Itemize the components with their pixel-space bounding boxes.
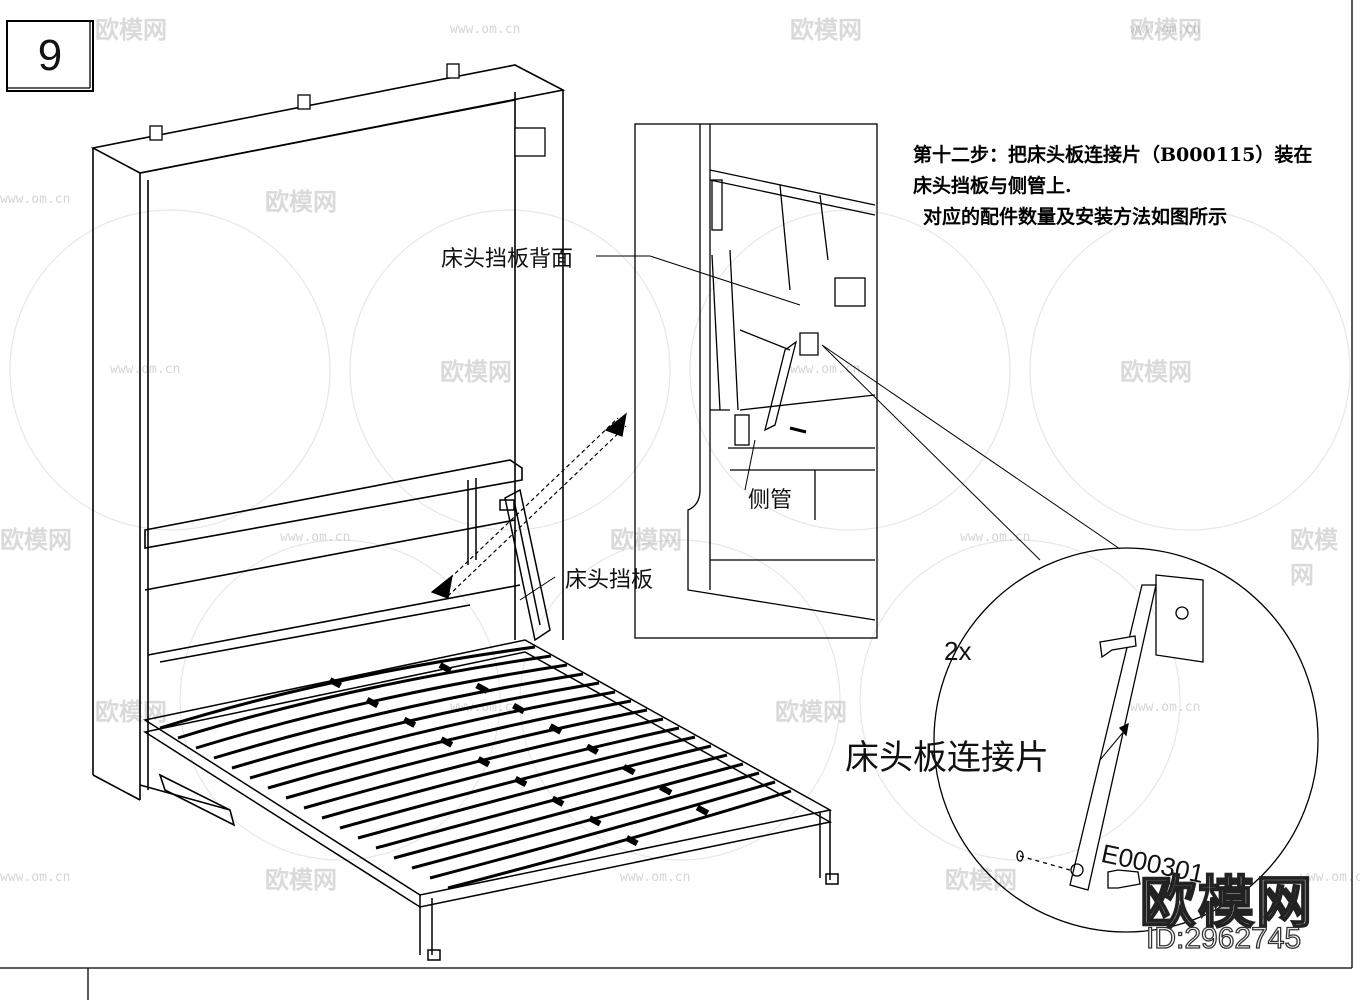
- bed-slats: [159, 645, 792, 890]
- watermark-brand: 欧模网: [1139, 870, 1314, 937]
- instruction-line-1: 第十二步：把床头板连接片（B000115）装在: [913, 144, 1313, 166]
- watermark-url: www.om.cn: [1130, 700, 1201, 715]
- watermark-logo: 欧模网: [440, 358, 512, 386]
- instruction-line-2: 床头挡板与侧管上.: [913, 175, 1072, 197]
- label-headboard-back: 床头挡板背面: [441, 247, 574, 272]
- watermark-url: www.om.cn: [450, 700, 521, 715]
- step-number-box: 9: [6, 20, 94, 92]
- watermark-logo: 欧模网: [0, 526, 72, 554]
- step-number: 9: [37, 31, 63, 80]
- quantity-label: 2x: [944, 636, 972, 666]
- watermark-logo: 欧模网: [1290, 526, 1338, 589]
- direction-arrow: [430, 412, 627, 599]
- watermark-logo: 欧模网: [775, 698, 847, 726]
- leader-lines: [519, 255, 801, 601]
- watermark-logo: 欧模网: [1120, 358, 1192, 386]
- watermark-id: ID:2962745: [1145, 921, 1302, 955]
- watermark-url: www.om.cn: [620, 870, 691, 885]
- cabinet-frame: [90, 64, 566, 827]
- bed-frame: [143, 639, 839, 961]
- instruction-line-3: 对应的配件数量及安装方法如图所示: [923, 206, 1228, 228]
- watermark-logo: 欧模网: [1130, 16, 1202, 44]
- watermark-url: www.om.cn: [0, 870, 71, 885]
- watermark-url: www.om.cn: [1130, 22, 1201, 37]
- magnified-detail: [821, 344, 1319, 933]
- watermark-logo: 欧模网: [610, 526, 682, 554]
- detail-inset: [634, 123, 878, 639]
- watermark-logo: 欧模网: [95, 16, 167, 44]
- label-side-tube: 侧管: [748, 488, 793, 513]
- watermark-logo: 欧模网: [265, 188, 337, 216]
- watermark-url: www.om.cn: [110, 362, 181, 377]
- watermark-url: www.om.cn: [0, 192, 71, 207]
- watermark-logo: 欧模网: [265, 866, 337, 894]
- watermark-url: www.om.cn: [280, 530, 351, 545]
- watermark-url: www.om.cn: [450, 22, 521, 37]
- watermark-logo: 欧模网: [790, 16, 862, 44]
- instruction-text: 第十二步：把床头板连接片（B000115）装在 床头挡板与侧管上. 对应的配件数…: [913, 140, 1333, 233]
- watermark-logo: 欧模网: [95, 698, 167, 726]
- watermark-circles: [9, 209, 1351, 861]
- label-headboard: 床头挡板: [565, 568, 654, 593]
- watermark-url: www.om.cn: [1300, 870, 1360, 885]
- label-connector-plate: 床头板连接片: [845, 738, 1049, 778]
- top-brackets: [149, 63, 546, 157]
- slat-holders: [328, 662, 722, 848]
- headboard-support: [467, 478, 551, 642]
